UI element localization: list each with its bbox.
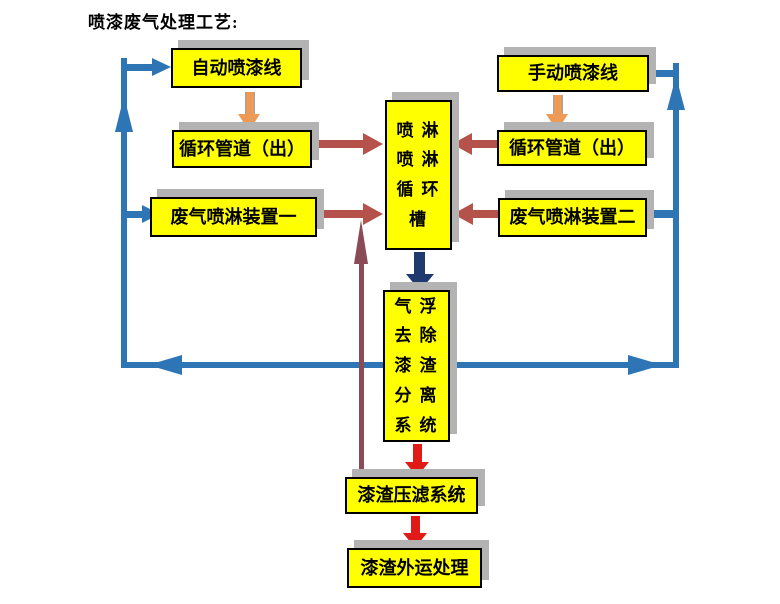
- arrow-gasright-to-tank-shaft: [473, 210, 499, 218]
- right-riser-up-arrowhead: [667, 76, 685, 110]
- node-label: 漆渣外运处理: [347, 548, 482, 588]
- arrow-circright-to-tank-shaft: [472, 140, 498, 148]
- node-gas-spray-device-1: 废气喷淋装置一: [150, 189, 324, 237]
- node-auto-spray-line: 自动喷漆线: [171, 40, 309, 88]
- node-gas-spray-device-2: 废气喷淋装置二: [498, 190, 654, 237]
- node-residue-press-filter-system: 漆渣压滤系统: [345, 469, 485, 514]
- bottom-line-right: [450, 362, 679, 368]
- arrow-flotation-to-press-shaft: [413, 444, 422, 464]
- arrow-gasleft-to-tank-shaft: [319, 210, 364, 218]
- node-label: 漆渣压滤系统: [345, 477, 478, 514]
- arrow-tank-to-flotation-shaft: [414, 252, 425, 275]
- arrow-circleft-to-tank-shaft: [314, 140, 364, 148]
- node-label: 循环管道（出）: [172, 130, 312, 168]
- node-label: 废气喷淋装置二: [498, 198, 647, 237]
- arrow-circleft-to-tank-head: [363, 133, 383, 155]
- arrow-to-gas-left-shaft: [124, 211, 144, 218]
- arrow-press-to-transport-shaft: [411, 516, 420, 535]
- arrow-to-manual-line-shaft: [655, 70, 677, 77]
- node-circulation-pipe-left: 循环管道（出）: [172, 122, 319, 168]
- return-line-up-arrowhead: [354, 220, 368, 264]
- arrow-manual-to-circright-shaft: [553, 95, 563, 116]
- bottom-right-arrowhead: [628, 355, 662, 375]
- node-label: 循环管道（出）: [497, 130, 647, 166]
- bottom-line-left: [121, 362, 383, 368]
- node-label: 手动喷漆线: [497, 55, 649, 92]
- return-line-press-to-tank: [359, 260, 364, 477]
- bottom-left-arrowhead: [148, 355, 182, 375]
- arrow-to-gas-right-shaft: [652, 210, 677, 218]
- arrow-auto-to-circleft-shaft: [245, 92, 255, 115]
- arrow-to-auto-line-shaft: [124, 64, 154, 71]
- node-label: 气浮 去除 漆渣 分离 系统: [383, 290, 450, 442]
- arrow-to-auto-line-head: [152, 58, 171, 76]
- node-label: 废气喷淋装置一: [150, 197, 317, 237]
- left-riser-up-arrowhead: [115, 96, 133, 132]
- node-label: 喷淋 喷淋 循环 槽: [385, 100, 452, 250]
- node-circulation-pipe-right: 循环管道（出）: [497, 122, 654, 166]
- node-manual-spray-line: 手动喷漆线: [497, 47, 656, 92]
- node-spray-circulation-tank: 喷淋 喷淋 循环 槽: [385, 92, 459, 250]
- node-flotation-separation-system: 气浮 去除 漆渣 分离 系统: [383, 282, 457, 442]
- diagram-title: 喷漆废气处理工艺:: [88, 13, 239, 32]
- arrow-gasleft-to-tank-head: [363, 203, 383, 225]
- node-residue-transport-treatment: 漆渣外运处理: [347, 540, 489, 588]
- node-label: 自动喷漆线: [171, 48, 302, 88]
